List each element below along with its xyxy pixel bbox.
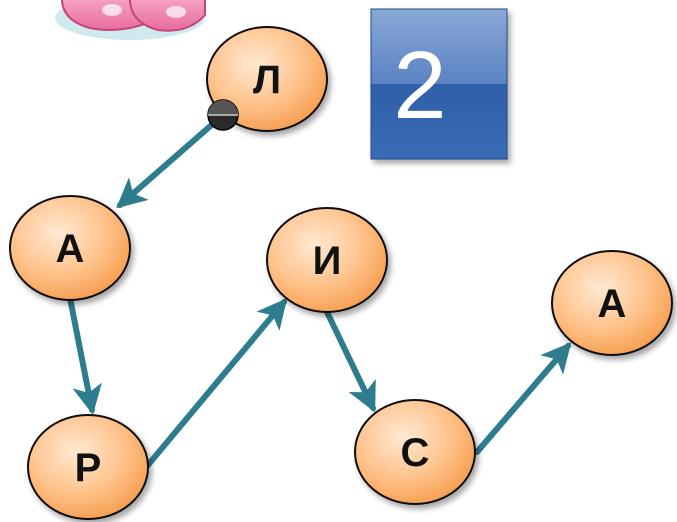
- node-circle: [551, 250, 673, 356]
- arrow-r-to-i: [145, 298, 288, 468]
- arrow-s-to-a2: [474, 342, 572, 455]
- node-letter-i: И: [313, 239, 342, 283]
- node-circle: [206, 26, 328, 132]
- number-badge: [370, 8, 508, 160]
- arrow-connectors: [67, 112, 572, 468]
- arrow-a1-to-r: [67, 295, 102, 415]
- node-circle: [27, 414, 149, 520]
- arrow-i-to-s: [324, 309, 376, 413]
- letter-nodes: Л А Р И С А: [9, 26, 673, 520]
- node-circle: [354, 399, 476, 505]
- node-letter-l: Л: [253, 58, 281, 102]
- black-dot-icon: [207, 99, 239, 131]
- pink-shoes-icon: [55, 0, 206, 40]
- node-letter-a1: А: [56, 227, 85, 271]
- node-a2: [551, 250, 673, 356]
- node-s: [354, 399, 476, 505]
- badge-number: 2: [393, 32, 446, 139]
- node-letter-a2: А: [598, 282, 627, 326]
- arrow-l-to-a1: [116, 112, 226, 209]
- node-r: [27, 414, 149, 520]
- node-circle: [266, 207, 388, 313]
- node-letter-r: Р: [75, 446, 102, 490]
- node-l: [206, 26, 328, 132]
- node-circle: [9, 195, 131, 301]
- node-a1: [9, 195, 131, 301]
- node-i: [266, 207, 388, 313]
- node-letter-s: С: [401, 431, 430, 475]
